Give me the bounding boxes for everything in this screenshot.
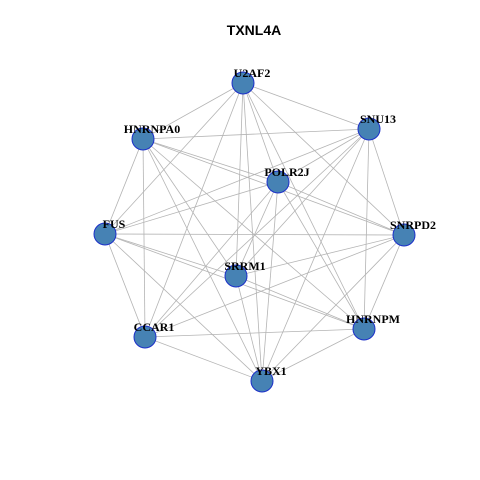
- edge-u2af2-ccar1: [144, 82, 244, 338]
- edge-u2af2-polr2j: [242, 82, 279, 183]
- edge-ccar1-ybx1: [144, 336, 263, 382]
- node-label-srrm1: SRRM1: [224, 259, 265, 273]
- edge-polr2j-snrpd2: [277, 181, 405, 236]
- edge-hnrnpa0-fus: [104, 138, 144, 235]
- edge-u2af2-ybx1: [242, 82, 263, 382]
- edges-layer: [104, 82, 405, 382]
- node-polr2j: [266, 170, 290, 194]
- edge-srrm1-ybx1: [235, 275, 263, 382]
- edge-snu13-fus: [104, 128, 370, 235]
- edge-hnrnpm-ybx1: [261, 328, 365, 382]
- edge-hnrnpa0-polr2j: [142, 138, 279, 183]
- node-label-snrpd2: SNRPD2: [390, 218, 436, 232]
- edge-u2af2-fus: [104, 82, 244, 235]
- edge-ccar1-hnrnpm: [144, 328, 365, 338]
- edge-snrpd2-hnrnpm: [363, 234, 405, 330]
- edge-fus-ccar1: [104, 233, 146, 338]
- edge-snu13-srrm1: [235, 128, 370, 277]
- edge-snrpd2-ccar1: [144, 234, 405, 338]
- edge-hnrnpa0-ccar1: [142, 138, 146, 338]
- edge-hnrnpa0-hnrnpm: [142, 138, 365, 330]
- edge-polr2j-ybx1: [261, 181, 279, 382]
- graph-title: TXNL4A: [227, 22, 281, 38]
- node-label-snu13: SNU13: [360, 112, 396, 126]
- edge-polr2j-ccar1: [144, 181, 279, 338]
- node-label-ccar1: CCAR1: [134, 320, 175, 334]
- edge-snu13-ccar1: [144, 128, 370, 338]
- node-ybx1: [250, 369, 274, 393]
- node-label-polr2j: POLR2J: [264, 165, 309, 179]
- edge-fus-ybx1: [104, 233, 263, 382]
- edge-polr2j-srrm1: [235, 181, 279, 277]
- edge-snu13-polr2j: [277, 128, 370, 183]
- edge-fus-snrpd2: [104, 233, 405, 236]
- edge-snu13-hnrnpa0: [142, 128, 370, 140]
- node-label-u2af2: U2AF2: [234, 66, 271, 80]
- node-label-hnrnpm: HNRNPM: [346, 312, 400, 326]
- node-snrpd2: [392, 223, 416, 247]
- edge-u2af2-snu13: [242, 82, 370, 130]
- edge-snu13-ybx1: [261, 128, 370, 382]
- edge-u2af2-snrpd2: [242, 82, 405, 236]
- edge-hnrnpa0-ybx1: [142, 138, 263, 382]
- edge-snu13-snrpd2: [368, 128, 405, 236]
- edge-u2af2-hnrnpa0: [142, 82, 244, 140]
- edge-u2af2-srrm1: [235, 82, 244, 277]
- node-hnrnpm: [352, 317, 376, 341]
- node-label-fus: FUS: [103, 217, 126, 231]
- edge-hnrnpa0-srrm1: [142, 138, 237, 277]
- node-label-ybx1: YBX1: [255, 364, 286, 378]
- node-hnrnpa0: [131, 127, 155, 151]
- edge-fus-srrm1: [104, 233, 237, 277]
- edge-u2af2-hnrnpm: [242, 82, 365, 330]
- edge-snrpd2-ybx1: [261, 234, 405, 382]
- node-label-hnrnpa0: HNRNPA0: [124, 122, 180, 136]
- node-fus: [93, 222, 117, 246]
- nodes-layer: [93, 71, 416, 393]
- edge-snu13-hnrnpm: [363, 128, 370, 330]
- edge-srrm1-hnrnpm: [235, 275, 365, 330]
- edge-polr2j-fus: [104, 181, 279, 235]
- node-ccar1: [133, 325, 157, 349]
- node-snu13: [357, 117, 381, 141]
- node-u2af2: [231, 71, 255, 95]
- node-srrm1: [224, 264, 248, 288]
- edge-snrpd2-srrm1: [235, 234, 405, 277]
